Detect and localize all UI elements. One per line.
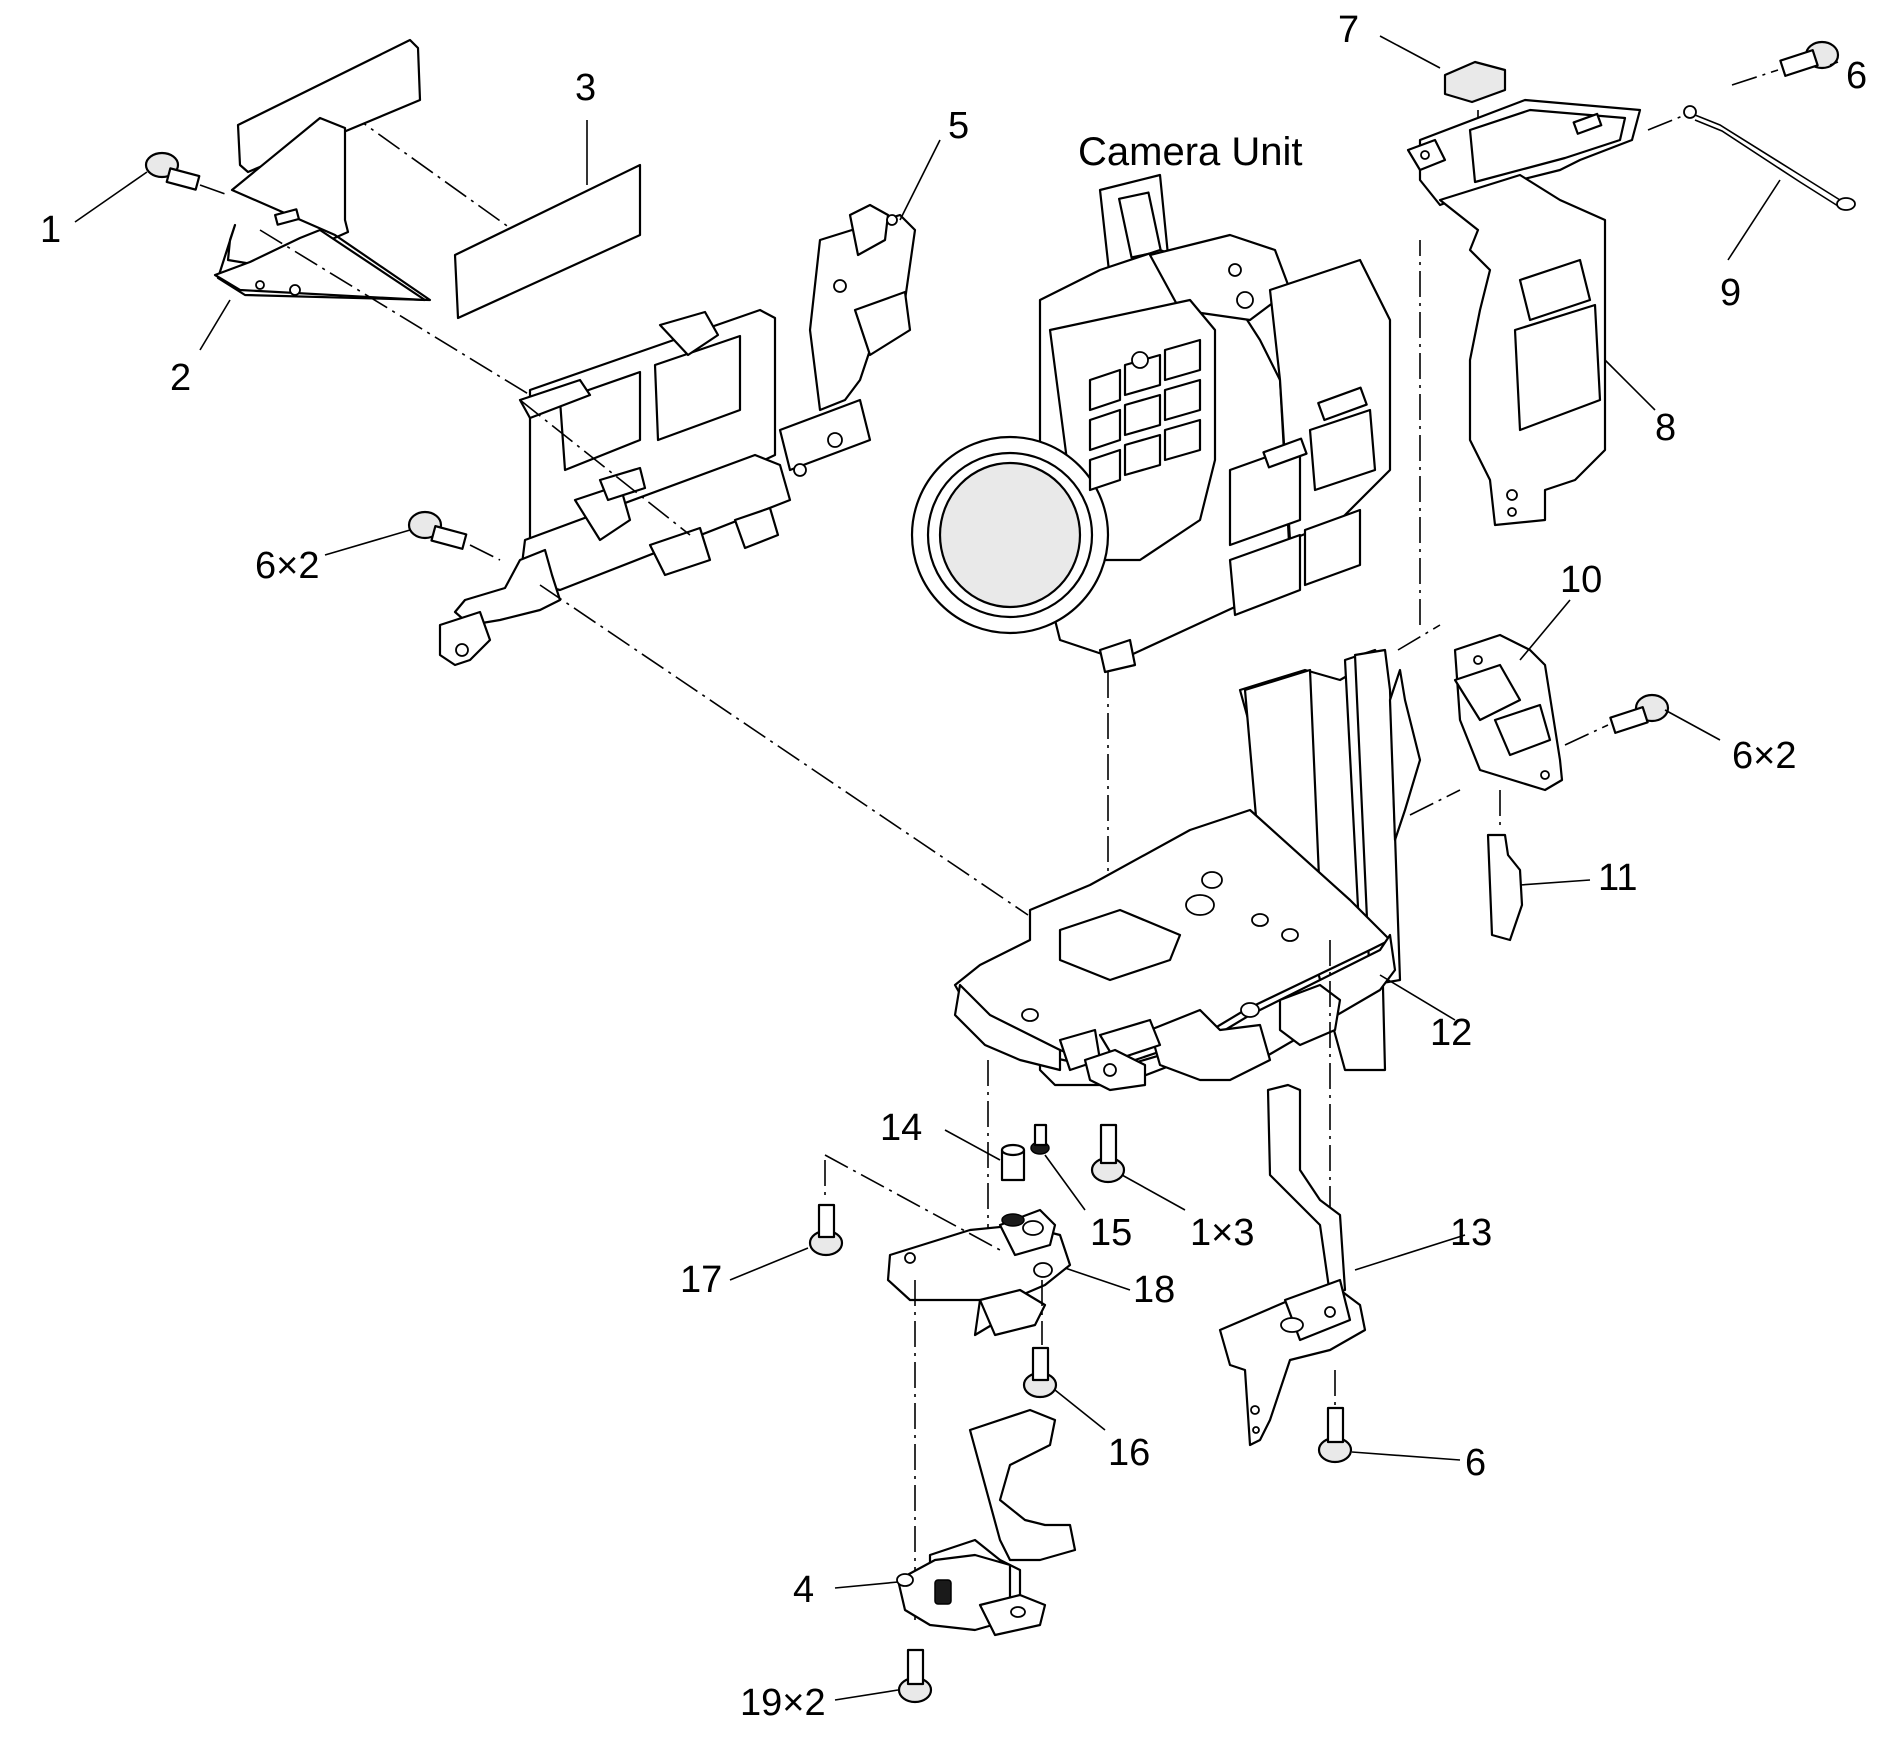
screw-6-top [1731, 40, 1840, 86]
screw-1x3 [1090, 1123, 1126, 1184]
axis-bracket-to-frame [259, 229, 531, 396]
part-8-shield [1406, 98, 1642, 527]
callout-13: 13 [1450, 1212, 1492, 1254]
part-13-flex-bracket [1218, 1083, 1367, 1447]
part-16-screw [1022, 1346, 1058, 1399]
callout-5: 5 [948, 105, 969, 147]
part-3-sheet [344, 109, 642, 320]
callout-14: 14 [880, 1107, 922, 1149]
screw-6-bottom [1317, 1370, 1353, 1464]
callout-6-bottom: 6 [1465, 1442, 1486, 1484]
callout-6x2-left: 6×2 [255, 545, 319, 587]
part-5-frame [438, 203, 917, 667]
callout-3: 3 [575, 67, 596, 109]
part-17-screw [808, 1203, 844, 1257]
callout-1: 1 [40, 209, 61, 251]
part-9-wire [1647, 105, 1856, 211]
part-4-solenoid [896, 1408, 1077, 1637]
callout-15: 15 [1090, 1212, 1132, 1254]
callout-4: 4 [793, 1569, 814, 1611]
part-10-board [1453, 633, 1564, 792]
part-2-bracket [213, 38, 432, 302]
leader-lines [74, 61, 1839, 1701]
part-15-screw [1030, 1123, 1050, 1155]
callout-16: 16 [1108, 1432, 1150, 1474]
screw-6x2-left [407, 510, 501, 561]
callout-6-top: 6 [1846, 55, 1867, 97]
callout-8: 8 [1655, 407, 1676, 449]
callout-9: 9 [1720, 272, 1741, 314]
callout-19x2: 19×2 [740, 1682, 826, 1724]
part-11-sheet [1486, 833, 1524, 942]
callout-6x2-right: 6×2 [1732, 735, 1796, 777]
axis-shield-to-frame [519, 399, 691, 536]
callout-12: 12 [1430, 1012, 1472, 1054]
callout-7: 7 [1338, 9, 1359, 51]
callout-17: 17 [680, 1259, 722, 1301]
camera-unit-title: Camera Unit [1078, 130, 1303, 174]
callout-18: 18 [1133, 1269, 1175, 1311]
camera-unit [910, 173, 1392, 1070]
screw-19x2 [897, 1648, 933, 1704]
part-18-bracket [824, 1154, 1072, 1620]
part-1-screw [144, 151, 229, 196]
callout-1x3: 1×3 [1190, 1212, 1254, 1254]
part-14-pin [987, 1060, 1026, 1230]
callout-10: 10 [1560, 559, 1602, 601]
axis-frame-to-chassis [539, 584, 1029, 916]
screw-6x2-right [1499, 693, 1670, 830]
part-12-chassis [953, 240, 1461, 1320]
callout-2: 2 [170, 357, 191, 399]
callout-11: 11 [1598, 857, 1637, 899]
